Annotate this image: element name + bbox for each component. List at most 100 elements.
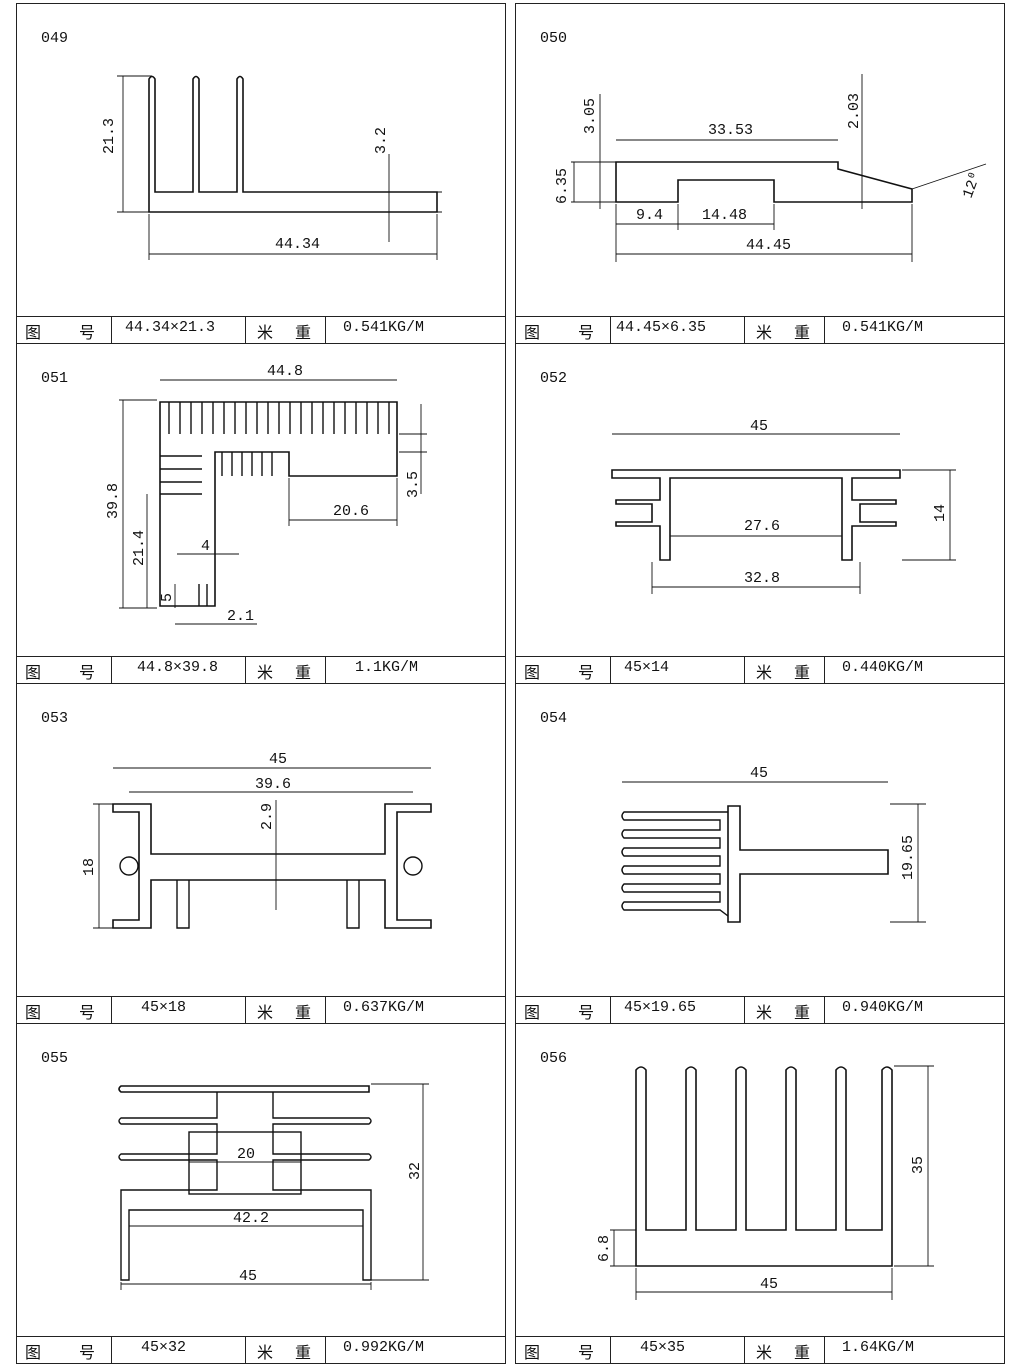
dim-label: 20.6 (333, 503, 369, 520)
size-value: 45×19.65 (624, 999, 697, 1016)
size-value: 44.45×6.35 (616, 319, 707, 336)
info-row: 图号 45×32 米重 0.992KG/M (17, 1336, 505, 1363)
dim-label: 39.6 (255, 776, 291, 793)
weight-value: 0.541KG/M (343, 319, 425, 336)
dim-label: 45 (760, 1276, 778, 1293)
dim-label: 39.8 (105, 483, 122, 519)
profile-drawing-049: 21.3 3.2 44.34 (101, 75, 442, 260)
profile-cell-049: 049 21.3 3.2 44.34 图号 44.34×21.3 米重 0.54… (16, 3, 506, 344)
profile-code: 052 (540, 370, 568, 387)
weight-value: 0.541KG/M (842, 319, 924, 336)
weight-value: 1.64KG/M (842, 1339, 915, 1356)
profile-drawing-053: 45 39.6 2.9 18 (81, 751, 432, 929)
profile-code: 049 (41, 30, 69, 47)
profile-code: 054 (540, 710, 568, 727)
dim-label: 33.53 (708, 122, 753, 139)
meter-weight-label: 米重 (257, 323, 334, 342)
dim-label: 42.2 (233, 1210, 269, 1227)
size-value: 45×18 (141, 999, 187, 1016)
dim-label: 18 (81, 858, 98, 876)
info-row: 图号 44.8×39.8 米重 1.1KG/M (17, 656, 505, 683)
dim-label: 35 (910, 1156, 927, 1174)
size-value: 44.8×39.8 (137, 659, 219, 676)
dim-label: 6.8 (596, 1235, 613, 1262)
meter-weight-label: 米重 (257, 663, 334, 682)
profile-code: 053 (41, 710, 69, 727)
size-value: 45×14 (624, 659, 670, 676)
meter-weight-label: 米重 (756, 663, 833, 682)
dim-label: 44.45 (746, 237, 791, 254)
profile-cell-056: 056 35 6.8 45 图号 45×35 米重 1.64KG/M (515, 1023, 1005, 1364)
size-value: 45×35 (640, 1339, 686, 1356)
dim-label: 3.05 (582, 98, 599, 134)
dim-label: 3.5 (405, 471, 422, 498)
info-row: 图号 44.34×21.3 米重 0.541KG/M (17, 316, 505, 343)
info-row: 图号 45×19.65 米重 0.940KG/M (516, 996, 1004, 1023)
profile-cell-055: 055 20 42.2 32 45 图号 45×32 米重 0.992KG/M (16, 1023, 506, 1364)
dim-label: 14 (932, 504, 949, 522)
dim-label: 45 (750, 765, 768, 782)
meter-weight-label: 米重 (257, 1003, 334, 1022)
info-row: 图号 45×35 米重 1.64KG/M (516, 1336, 1004, 1363)
dim-label: 5 (159, 593, 176, 602)
profile-drawing-050: 3.05 33.53 2.03 6.35 12⁰ 9.4 14.48 44.45 (554, 74, 987, 262)
weight-value: 0.440KG/M (842, 659, 924, 676)
profile-cell-052: 052 45 14 27.6 32.8 图号 45×14 米重 0.440KG/… (515, 343, 1005, 684)
profile-code: 050 (540, 30, 568, 47)
dim-label: 4 (201, 538, 210, 555)
dim-label: 12⁰ (960, 169, 985, 200)
dim-label: 32 (407, 1162, 424, 1180)
dim-label: 45 (239, 1268, 257, 1285)
dim-label: 32.8 (744, 570, 780, 587)
profile-cell-053: 053 45 39.6 2.9 18 图号 45×18 米重 0.637KG/M (16, 683, 506, 1024)
dim-label: 2.03 (846, 93, 863, 129)
dim-label: 44.8 (267, 363, 303, 380)
dim-label: 2.1 (227, 608, 254, 625)
dim-label: 45 (269, 751, 287, 768)
dim-label: 45 (750, 418, 768, 435)
profile-drawing-055: 20 42.2 32 45 (118, 1083, 429, 1290)
figure-no-label: 图号 (524, 323, 633, 342)
weight-value: 0.940KG/M (842, 999, 924, 1016)
info-row: 图号 45×18 米重 0.637KG/M (17, 996, 505, 1023)
weight-value: 1.1KG/M (355, 659, 419, 676)
profile-code: 055 (41, 1050, 69, 1067)
size-value: 44.34×21.3 (125, 319, 216, 336)
figure-no-label: 图号 (25, 663, 134, 682)
profile-cell-051: 051 44.8 39.8 3.5 20.6 21.4 4 (16, 343, 506, 684)
profile-drawing-052: 45 14 27.6 32.8 (611, 418, 956, 594)
figure-no-label: 图号 (524, 1003, 633, 1022)
figure-no-label: 图号 (524, 663, 633, 682)
dim-label: 9.4 (636, 207, 663, 224)
dim-label: 27.6 (744, 518, 780, 535)
profile-code: 051 (41, 370, 69, 387)
profile-cell-054: 054 45 19.65 图号 45×19.65 米重 0.940KG/M (515, 683, 1005, 1024)
profile-drawing-051: 44.8 39.8 3.5 20.6 21.4 4 5 2.1 (105, 363, 427, 625)
figure-no-label: 图号 (25, 1343, 134, 1362)
weight-value: 0.637KG/M (343, 999, 425, 1016)
dim-label: 20 (237, 1146, 255, 1163)
weight-value: 0.992KG/M (343, 1339, 425, 1356)
info-row: 图号 44.45×6.35 米重 0.541KG/M (516, 316, 1004, 343)
dim-label: 6.35 (554, 168, 571, 204)
meter-weight-label: 米重 (257, 1343, 334, 1362)
meter-weight-label: 米重 (756, 1343, 833, 1362)
meter-weight-label: 米重 (756, 323, 833, 342)
dim-label: 44.34 (275, 236, 320, 253)
figure-no-label: 图号 (524, 1343, 633, 1362)
info-row: 图号 45×14 米重 0.440KG/M (516, 656, 1004, 683)
figure-no-label: 图号 (25, 323, 134, 342)
figure-no-label: 图号 (25, 1003, 134, 1022)
dim-label: 19.65 (900, 835, 917, 880)
profile-drawing-056: 35 6.8 45 (596, 1065, 934, 1300)
dim-label: 21.3 (101, 118, 118, 154)
dim-label: 2.9 (259, 803, 276, 830)
dim-label: 21.4 (131, 530, 148, 566)
meter-weight-label: 米重 (756, 1003, 833, 1022)
profile-code: 056 (540, 1050, 568, 1067)
profile-drawing-054: 45 19.65 (621, 765, 926, 923)
size-value: 45×32 (141, 1339, 187, 1356)
dim-label: 3.2 (373, 127, 390, 154)
dim-label: 14.48 (702, 207, 747, 224)
